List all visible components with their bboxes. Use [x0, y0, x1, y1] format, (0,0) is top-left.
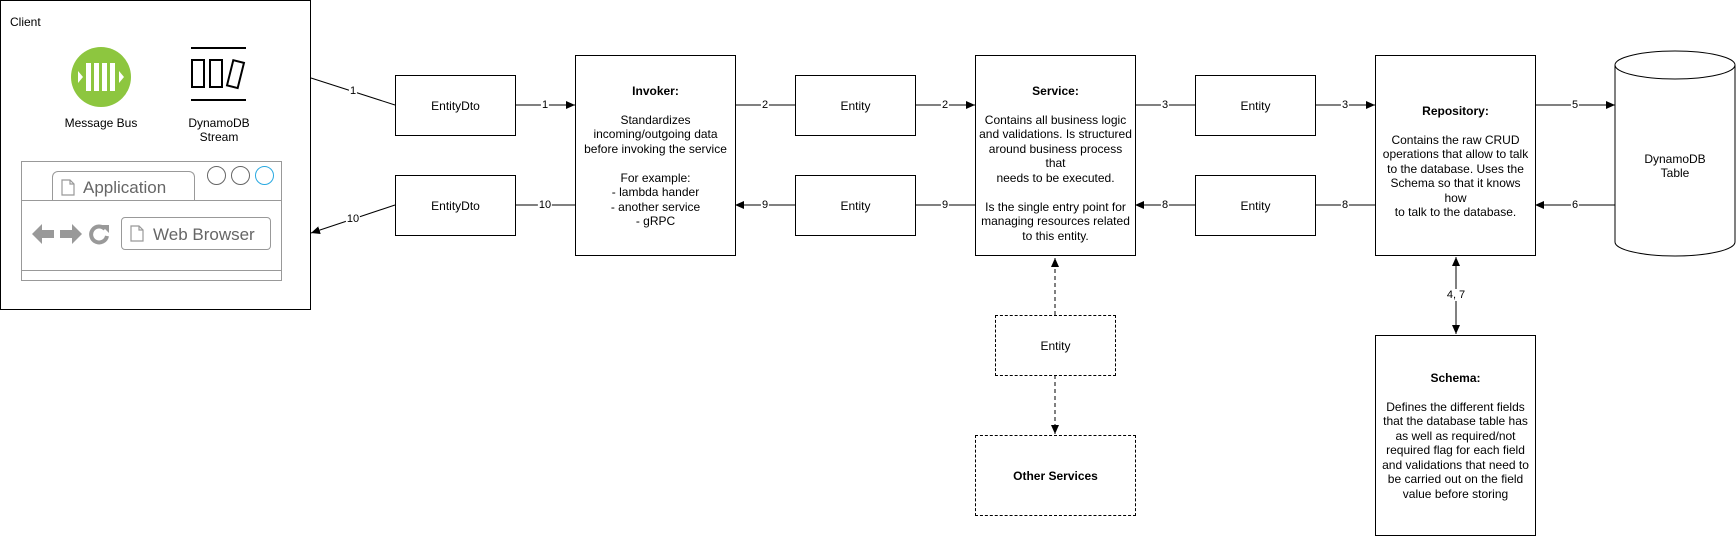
edge-label: 2 — [940, 99, 950, 111]
dynamodb-table: DynamoDB Table — [1615, 50, 1735, 256]
edge-label: 3 — [1340, 99, 1350, 111]
entity-box-other: Entity — [995, 315, 1116, 376]
repository-box: Repository: Contains the raw CRUD operat… — [1375, 55, 1536, 256]
refresh-icon — [89, 224, 109, 245]
edge-label: 3 — [1160, 99, 1170, 111]
browser-tab-label: Application — [83, 178, 167, 197]
client-container: Client Message Bus DynamoDB Stream Appli… — [0, 0, 311, 310]
back-arrow-icon — [32, 224, 54, 244]
edge-label: 4, 7 — [1445, 289, 1467, 301]
message-bus-icon — [71, 47, 131, 107]
web-browser-mockup: Application Web Browser — [21, 161, 282, 281]
window-button-2 — [231, 166, 250, 185]
schema-box: Schema: Defines the different fields tha… — [1375, 335, 1536, 536]
page-icon — [61, 179, 75, 196]
other-services-box: Other Services — [975, 435, 1136, 516]
edge-label: 8 — [1340, 199, 1350, 211]
edge-label: 9 — [940, 199, 950, 211]
dynamodb-stream-label: DynamoDB Stream — [188, 116, 250, 144]
invoker-box: Invoker: Standardizes incoming/outgoing … — [575, 55, 736, 256]
dynamodb-stream-icon — [191, 47, 246, 101]
edge-label: 10 — [345, 213, 361, 225]
dynamodb-table-label: DynamoDB Table — [1644, 152, 1706, 180]
address-bar-label: Web Browser — [153, 225, 255, 244]
window-button-3 — [255, 166, 274, 185]
entity-box-9: Entity — [795, 175, 916, 236]
window-button-1 — [207, 166, 226, 185]
entitydto-out-box: EntityDto — [395, 175, 516, 236]
schema-title: Schema: — [1430, 371, 1481, 385]
edge-label: 2 — [760, 99, 770, 111]
edge-label: 1 — [348, 85, 358, 97]
repository-title: Repository: — [1422, 104, 1489, 118]
service-box: Service: Contains all business logic and… — [975, 55, 1136, 256]
browser-tab: Application — [52, 171, 195, 201]
address-bar: Web Browser — [121, 217, 271, 250]
service-title: Service: — [1032, 84, 1079, 98]
entitydto-in-box: EntityDto — [395, 75, 516, 136]
edge-label: 10 — [537, 199, 553, 211]
entity-box-3: Entity — [1195, 75, 1316, 136]
edge-label: 8 — [1160, 199, 1170, 211]
invoker-title: Invoker: — [632, 84, 679, 98]
entity-box-8: Entity — [1195, 175, 1316, 236]
forward-arrow-icon — [60, 224, 82, 244]
dynamodb-table-cylinder — [1614, 50, 1736, 257]
edge-label: 5 — [1570, 99, 1580, 111]
client-title: Client — [10, 15, 41, 29]
message-bus-label: Message Bus — [64, 116, 138, 130]
edge-label: 1 — [540, 99, 550, 111]
entity-box-2: Entity — [795, 75, 916, 136]
edge-label: 6 — [1570, 199, 1580, 211]
edge-label: 9 — [760, 199, 770, 211]
page-icon — [130, 225, 144, 242]
